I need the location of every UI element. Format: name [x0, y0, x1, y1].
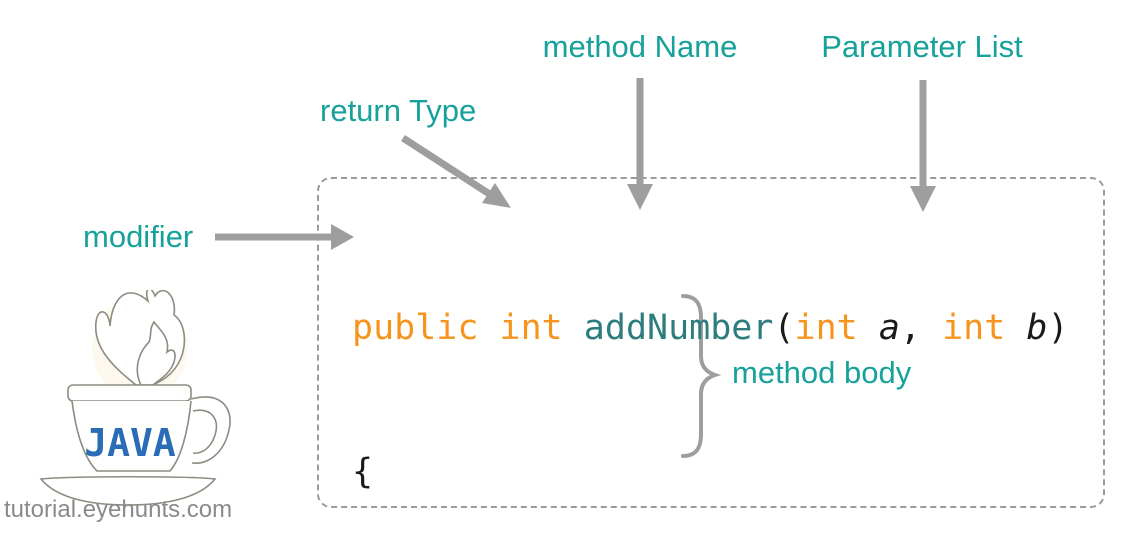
- code-block: public int addNumber(int a, int b) { int…: [352, 208, 1069, 546]
- code-method-name: addNumber: [583, 308, 774, 348]
- code-param2-name: b: [1026, 308, 1048, 348]
- cup-body: [71, 400, 192, 472]
- code-param1-type: int: [794, 308, 879, 348]
- code-paren-open: (: [773, 308, 795, 348]
- cup-rim: [67, 384, 192, 402]
- code-line-signature: public int addNumber(int a, int b): [352, 304, 1069, 352]
- cup-handle-inner: [192, 409, 218, 454]
- flame-inner: [136, 320, 176, 386]
- cup-handle: [190, 396, 231, 464]
- code-comma: ,: [899, 308, 943, 348]
- label-modifier: modifier: [83, 219, 194, 254]
- code-open-brace: {: [352, 452, 374, 492]
- java-cup-logo: JAVA: [39, 290, 231, 506]
- method-code-box: [317, 177, 1105, 508]
- label-parameter-list: Parameter List: [821, 29, 1023, 64]
- code-param2-type: int: [942, 308, 1027, 348]
- code-modifier-and-return-type: public int: [352, 308, 584, 348]
- java-logo-text: JAVA: [84, 421, 176, 465]
- label-return-type: return Type: [320, 93, 477, 128]
- label-method-name: method Name: [542, 29, 738, 64]
- watermark: tutorial.eyehunts.com: [4, 496, 233, 523]
- saucer: [39, 475, 217, 506]
- code-param1-name: a: [878, 308, 900, 348]
- code-paren-close: ): [1047, 308, 1069, 348]
- label-method-body: method body: [732, 355, 912, 390]
